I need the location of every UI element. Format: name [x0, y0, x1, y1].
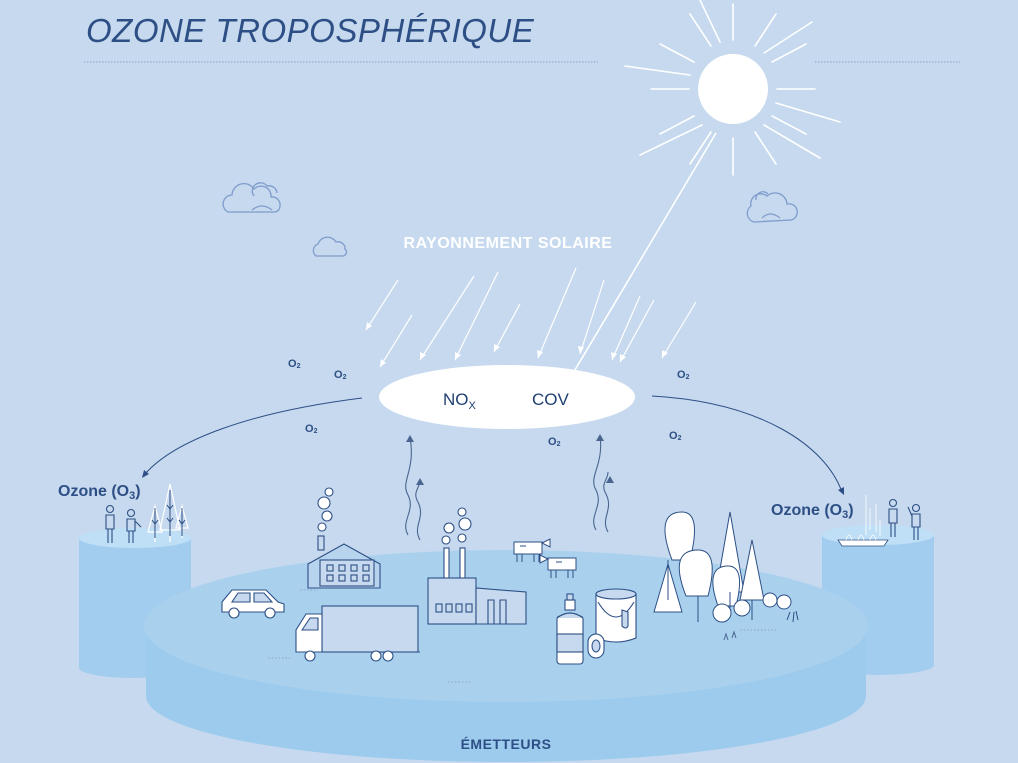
ground-marks	[268, 589, 776, 683]
o2-label: O2	[305, 423, 318, 435]
paint-bucket-icon	[587, 588, 637, 659]
tree-icon-lines	[151, 490, 186, 538]
person-icon	[888, 498, 921, 540]
emission-arrows	[405, 435, 610, 541]
car-icon	[221, 589, 285, 619]
o2-label: O2	[548, 436, 561, 448]
emitters-label: ÉMETTEURS	[461, 736, 552, 752]
truck-icon	[295, 605, 420, 662]
ozone-flow-arrows	[144, 395, 843, 493]
o2-label: O2	[677, 369, 690, 381]
crop-field-icon	[837, 495, 889, 547]
emission-arrowheads	[406, 434, 614, 485]
precursor-ellipse	[379, 365, 635, 429]
spray-can-icon	[556, 593, 584, 665]
arrowhead-left	[142, 470, 149, 478]
solar-radiation-label: RAYONNEMENT SOLAIRE	[404, 235, 613, 252]
factory-icon	[427, 507, 527, 625]
nox-label: NOX	[443, 390, 477, 412]
arrowhead-right	[838, 487, 844, 495]
solar-rays	[365, 267, 697, 368]
page-title: OZONE TROPOSPHÉRIQUE	[86, 12, 535, 49]
o2-label: O2	[334, 369, 347, 381]
person-icon	[105, 504, 142, 543]
cov-label: COV	[532, 390, 570, 409]
house-icon	[307, 487, 381, 589]
cloud-icon	[312, 236, 348, 257]
cloud-icon	[222, 182, 281, 213]
cow-icon	[513, 538, 577, 578]
o2-label: O2	[669, 430, 682, 442]
sun-icon	[562, 0, 841, 391]
ray-arrowheads	[366, 322, 668, 367]
ozone-label-left: Ozone (O3)	[58, 483, 141, 502]
cloud-icon	[746, 191, 798, 223]
o2-label: O2	[288, 358, 301, 370]
ozone-label-right: Ozone (O3)	[771, 502, 854, 521]
tree-icon	[653, 511, 799, 641]
